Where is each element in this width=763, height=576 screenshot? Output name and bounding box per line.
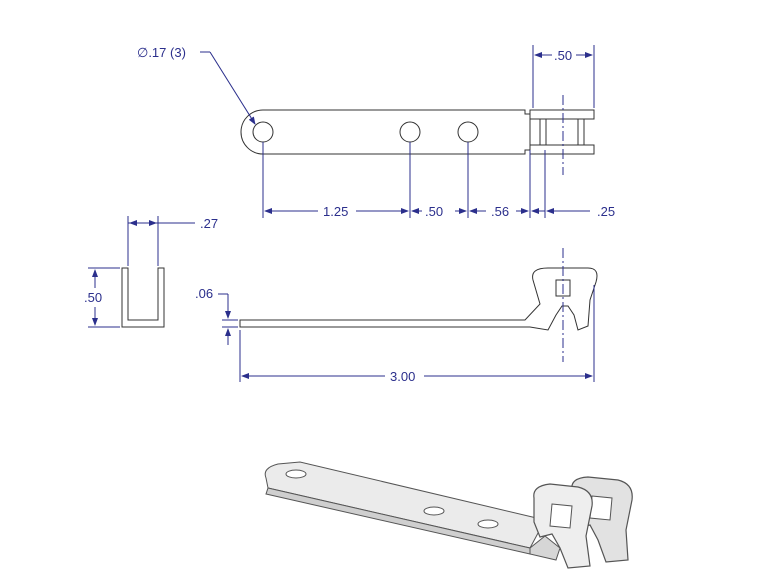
top-view-loop-bottom (529, 144, 595, 155)
end-view-channel (121, 267, 165, 328)
iso-hole-3 (477, 519, 499, 529)
isometric-view (264, 461, 633, 569)
top-view-strap (240, 109, 531, 155)
top-view-loop-top (529, 109, 595, 120)
end-view-height-label: .50 (84, 290, 102, 305)
end-view: .27 .50 (84, 216, 218, 328)
dim-end-width-label: .50 (554, 48, 572, 63)
overall-length-label: 3.00 (390, 369, 415, 384)
hole-callout-label: ∅.17 (3) (137, 45, 186, 60)
iso-strap-top (264, 461, 546, 549)
dim-4-label: .25 (597, 204, 615, 219)
callout-leader (209, 51, 256, 125)
dim-2-label: .50 (425, 204, 443, 219)
end-view-width-label: .27 (200, 216, 218, 231)
top-view-loop-side-right (577, 118, 585, 146)
iso-hole-2 (423, 506, 445, 516)
side-view: .06 3.00 (195, 248, 598, 384)
thickness-label: .06 (195, 286, 213, 301)
side-view-strap (239, 267, 598, 331)
dim-3-label: .56 (491, 204, 509, 219)
top-view: ∅.17 (3) .50 1.25 .50 .56 .25 (137, 45, 615, 219)
dim-1-label: 1.25 (323, 204, 348, 219)
iso-loop-rear-window (589, 495, 613, 521)
top-view-hole-3 (457, 121, 479, 143)
top-view-loop-side-left (539, 118, 547, 146)
top-view-hole-2 (399, 121, 421, 143)
iso-loop-front-window (549, 503, 573, 529)
iso-bend (529, 535, 561, 561)
top-view-hole-1 (252, 121, 274, 143)
iso-hole-1 (285, 469, 307, 479)
